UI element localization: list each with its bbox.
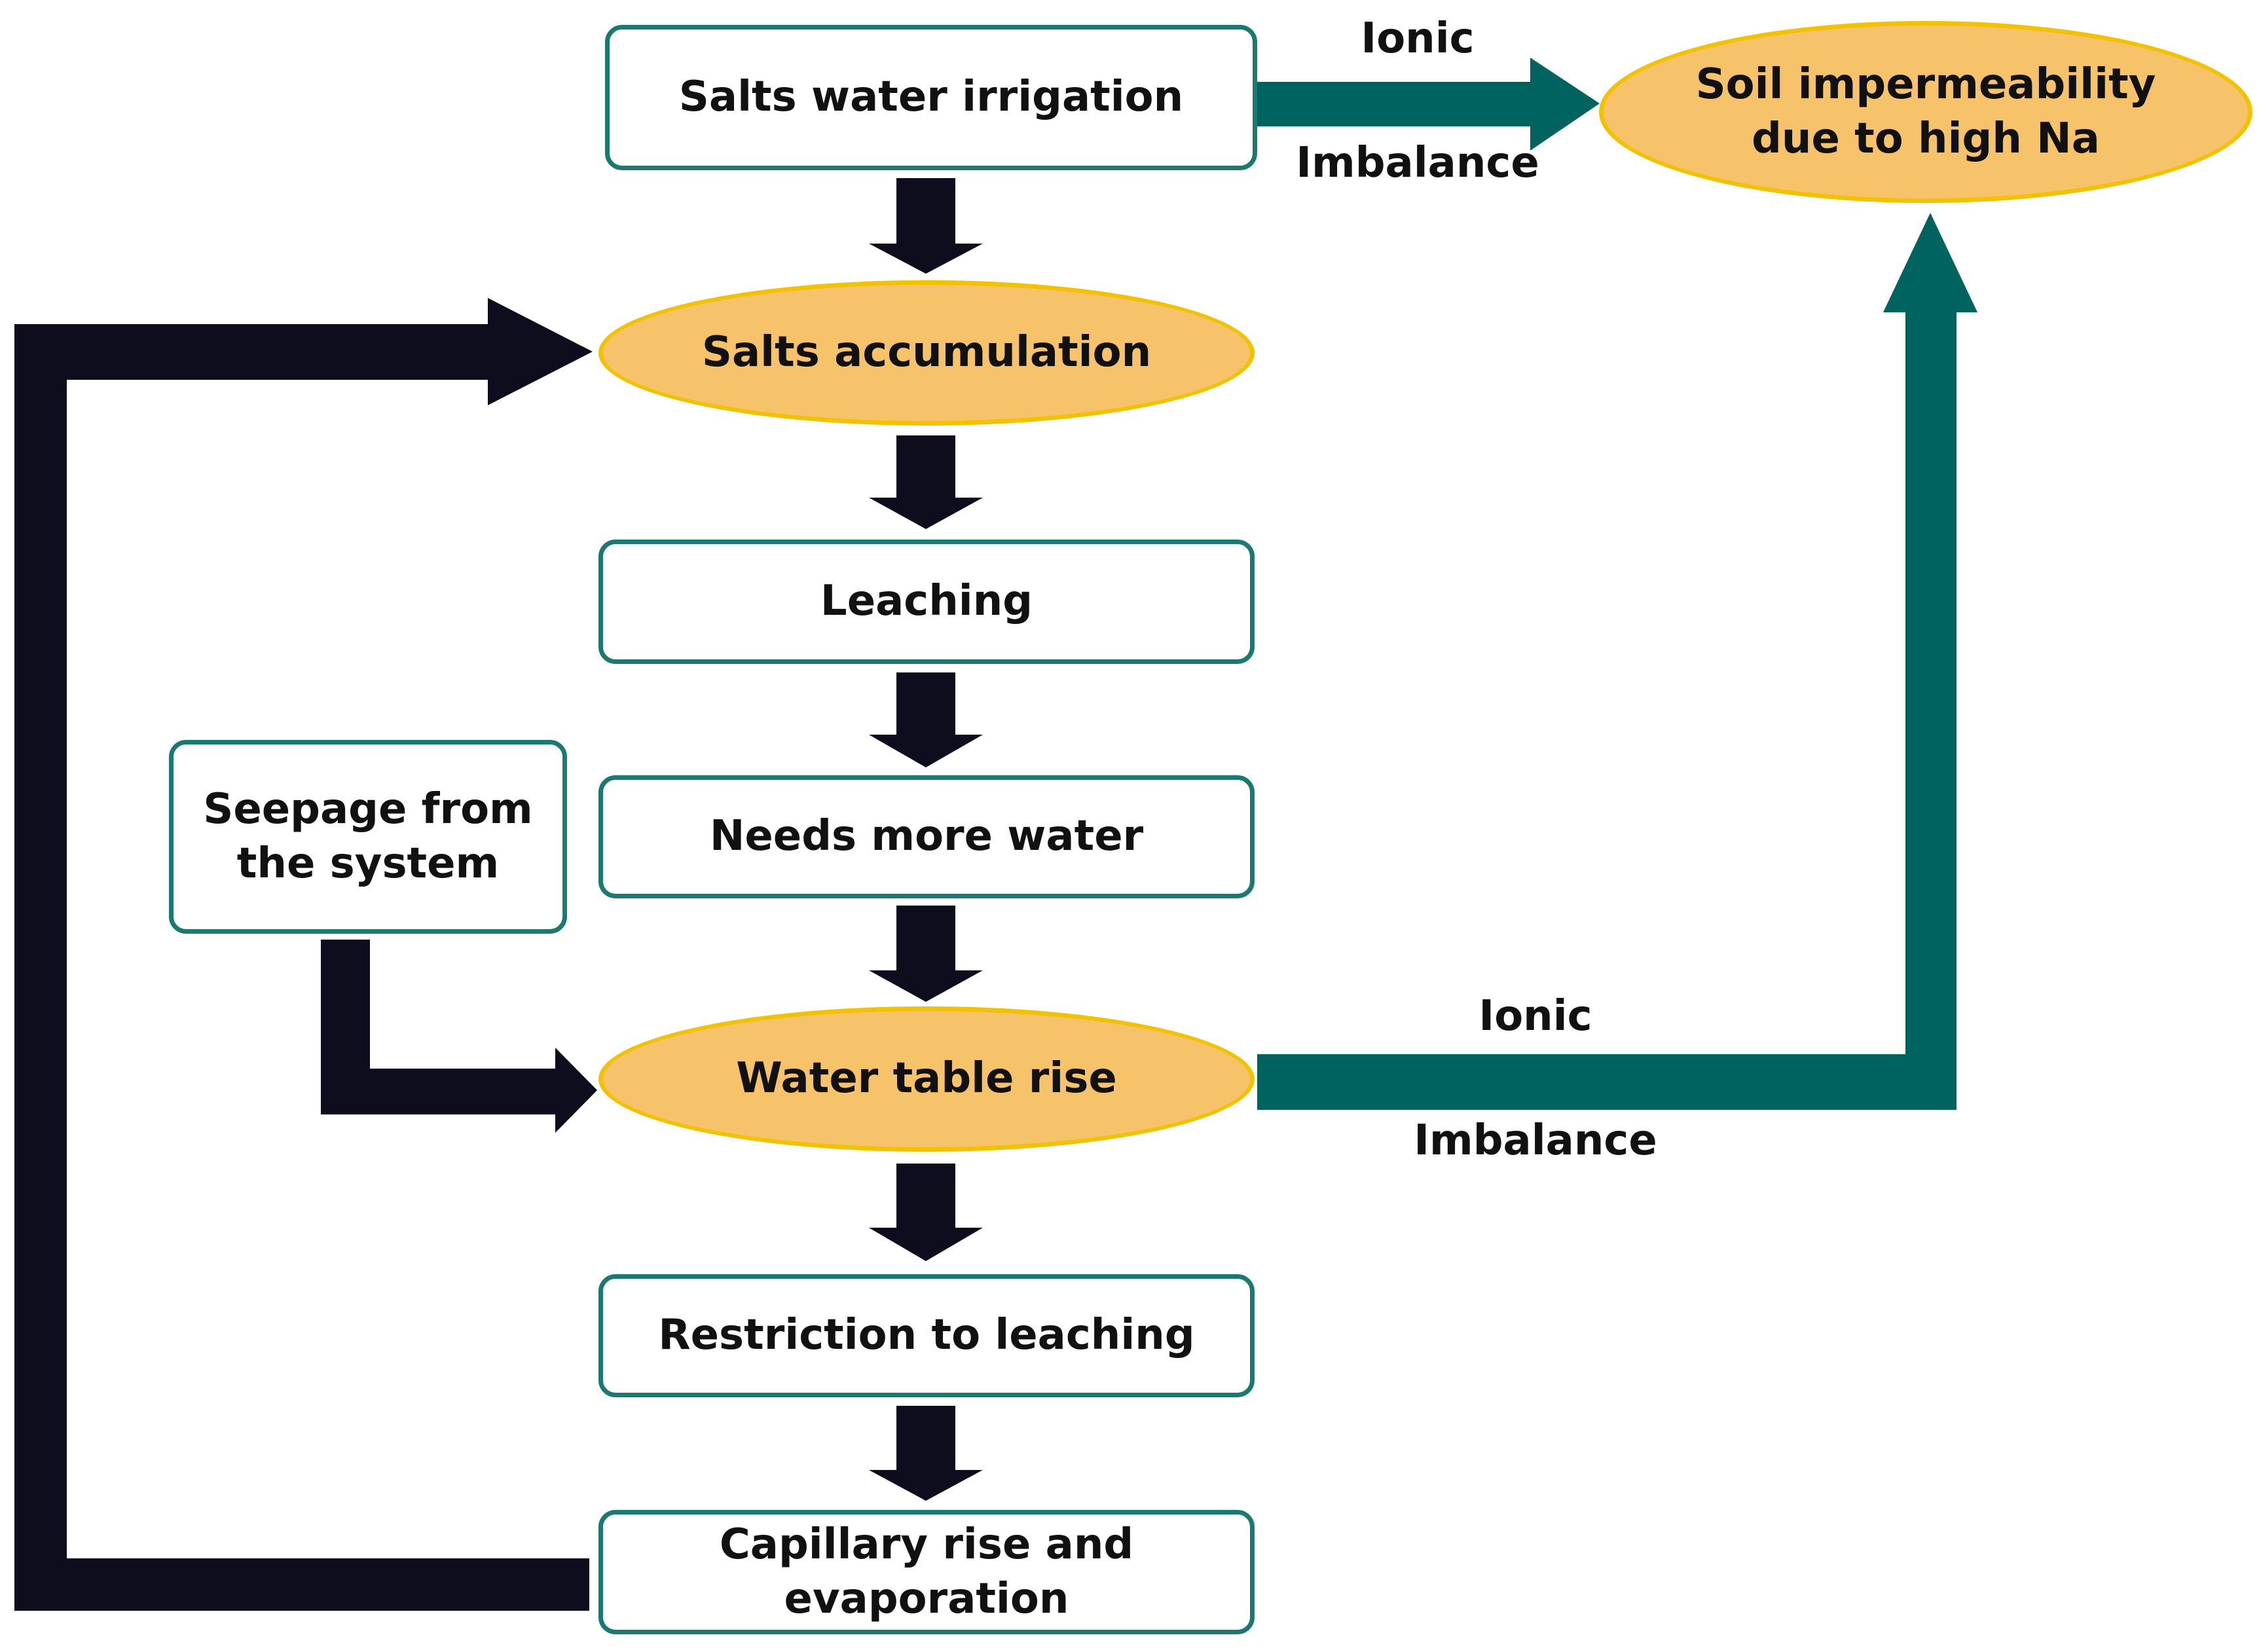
edge-label-top-imbalance: Imbalance — [1296, 139, 1539, 187]
node-soil-impermeability: Soil impermeability due to high Na — [1599, 21, 2252, 203]
arrow-needs-water-to-water-table — [869, 906, 983, 1002]
arrow-capillary-to-accumulation — [14, 298, 593, 1611]
node-restriction-to-leaching: Restriction to leaching — [598, 1274, 1255, 1397]
arrow-accumulation-to-leaching — [869, 435, 983, 529]
edge-label-mid-imbalance: Imbalance — [1414, 1116, 1657, 1165]
edge-label-top-ionic: Ionic — [1361, 14, 1475, 63]
node-capillary-rise-and-evaporation: Capillary rise and evaporation — [598, 1510, 1255, 1634]
edge-label-mid-ionic: Ionic — [1478, 992, 1592, 1040]
arrow-leaching-to-needs-water — [869, 672, 983, 767]
arrow-irrigation-to-impermeability — [1257, 58, 1600, 151]
arrow-irrigation-to-accumulation — [869, 178, 983, 274]
arrow-seepage-to-water-table — [321, 940, 597, 1133]
node-needs-more-water: Needs more water — [598, 775, 1255, 898]
node-seepage-from-the-system: Seepage from the system — [169, 740, 567, 934]
arrow-water-table-to-restriction — [869, 1164, 983, 1261]
node-leaching: Leaching — [598, 540, 1255, 664]
arrow-restriction-to-capillary — [869, 1406, 983, 1501]
node-water-table-rise: Water table rise — [598, 1006, 1255, 1152]
node-salts-water-irrigation: Salts water irrigation — [605, 25, 1257, 170]
arrow-water-table-to-impermeability — [1257, 213, 1977, 1110]
node-salts-accumulation: Salts accumulation — [598, 280, 1255, 426]
